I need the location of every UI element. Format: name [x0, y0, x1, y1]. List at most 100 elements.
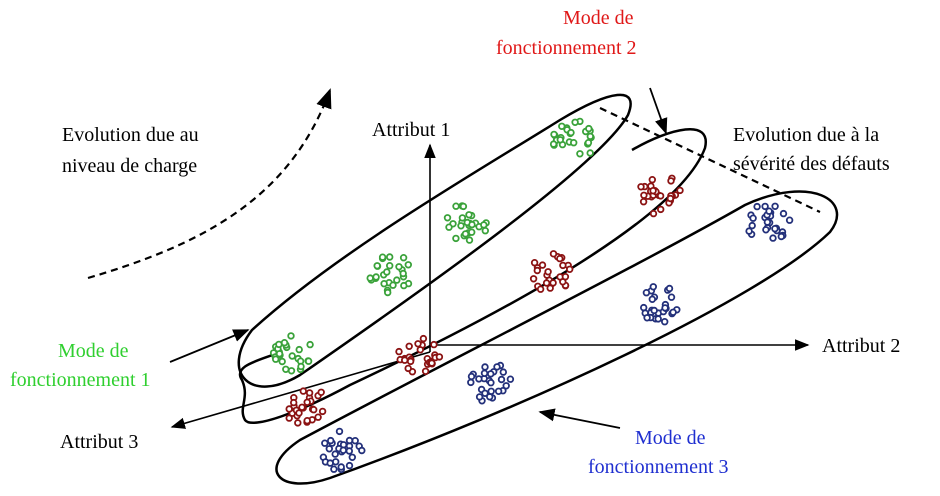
- cluster-dot: [306, 340, 314, 349]
- cluster-dot: [275, 350, 284, 358]
- cluster-dot: [405, 342, 413, 350]
- cluster-dot: [642, 289, 651, 297]
- cluster-dot: [461, 230, 470, 238]
- cluster-dot: [637, 183, 645, 191]
- cluster-dot: [481, 363, 489, 371]
- cluster-dot: [285, 405, 293, 413]
- cluster-dot: [654, 315, 662, 323]
- cluster-dot: [480, 221, 488, 229]
- evolution-defauts-label-line1: Evolution due à la: [733, 124, 879, 146]
- cluster-dot: [303, 398, 311, 406]
- cluster-dot: [380, 280, 388, 288]
- cluster-dot: [538, 261, 547, 269]
- cluster-dot: [649, 283, 657, 291]
- cluster-dot: [366, 274, 374, 282]
- cluster-dot: [556, 136, 564, 144]
- cluster-dot: [421, 367, 430, 375]
- mode2-envelope: [238, 128, 707, 425]
- cluster-dot: [452, 202, 460, 210]
- cluster-dot: [351, 437, 359, 445]
- cluster-dot: [676, 186, 684, 195]
- cluster-dot: [457, 222, 465, 230]
- cluster-dot: [468, 228, 476, 236]
- cluster-dot: [475, 375, 483, 383]
- cluster-dot: [285, 414, 293, 422]
- cluster-dot: [383, 268, 391, 276]
- cluster-dot: [546, 284, 554, 292]
- cluster-dot: [665, 284, 674, 293]
- cluster-dot: [502, 382, 510, 390]
- cluster-dot: [657, 205, 665, 214]
- cluster-dot: [494, 387, 503, 395]
- cluster-dot: [287, 367, 296, 375]
- cluster-dot: [549, 279, 557, 287]
- cluster-dot: [384, 288, 392, 297]
- cluster-dot: [585, 124, 593, 133]
- cluster-dot: [325, 445, 333, 453]
- cluster-mode-2: [637, 174, 684, 218]
- cluster-dot: [294, 419, 302, 427]
- mode3-label-line1: Mode de: [635, 427, 706, 449]
- cluster-dot: [395, 263, 403, 271]
- cluster-dot: [639, 197, 648, 206]
- cluster-dot: [649, 186, 657, 195]
- cluster-dot: [337, 463, 345, 471]
- cluster-mode-1: [549, 117, 595, 158]
- cluster-dot: [295, 345, 303, 354]
- mode2-label-line1: Mode de: [563, 7, 634, 29]
- cluster-dot: [304, 357, 313, 365]
- cluster-dot: [282, 365, 290, 373]
- mode1-label-line1: Mode de: [58, 340, 129, 362]
- cluster-dot: [331, 450, 339, 458]
- cluster-dot: [771, 202, 779, 210]
- cluster-dot: [339, 446, 347, 454]
- cluster-dot: [459, 202, 468, 211]
- cluster-dot: [345, 461, 354, 470]
- cluster-dot: [400, 281, 408, 290]
- cluster-dot: [278, 357, 286, 366]
- cluster-dot: [530, 259, 539, 267]
- cluster-dot: [570, 138, 578, 147]
- cluster-dot: [395, 347, 403, 356]
- cluster-dot: [650, 306, 658, 315]
- cluster-dot: [330, 465, 338, 473]
- cluster-dot: [749, 214, 757, 222]
- mode3-envelope: [275, 190, 839, 485]
- cluster-mode-3: [640, 283, 681, 326]
- attribut-1-label: Attribut 1: [372, 119, 450, 141]
- cluster-dot: [571, 118, 579, 126]
- cluster-dot: [763, 218, 772, 226]
- cluster-dot: [487, 387, 495, 395]
- evolution-charge-label-line2: niveau de charge: [62, 155, 197, 177]
- cluster-dot: [318, 407, 327, 416]
- cluster-dot: [419, 334, 428, 343]
- cluster-mode-2: [529, 250, 574, 293]
- cluster-mode-3: [467, 361, 515, 405]
- cluster-dot: [406, 357, 415, 366]
- attribut-2-label: Attribut 2: [822, 335, 900, 357]
- cluster-dot: [295, 409, 303, 417]
- cluster-dot: [745, 227, 753, 235]
- cluster-dot: [667, 293, 676, 301]
- cluster-dot: [445, 223, 453, 231]
- cluster-dot: [544, 268, 552, 276]
- cluster-dot: [345, 447, 353, 455]
- cluster-dot: [465, 211, 473, 219]
- cluster-dot: [290, 398, 298, 407]
- cluster-dot: [378, 253, 387, 261]
- cluster-dot: [481, 226, 489, 235]
- cluster-dot: [480, 369, 489, 377]
- cluster-dot: [762, 226, 770, 234]
- cluster-dot: [785, 216, 794, 224]
- cluster-dot: [468, 220, 476, 229]
- cluster-dot: [435, 353, 444, 361]
- cluster-dot: [487, 370, 495, 378]
- cluster-dot: [586, 149, 594, 157]
- cluster-dot: [321, 439, 329, 447]
- mode2-pointer-arrow: [649, 87, 668, 135]
- cluster-dot: [399, 254, 408, 262]
- mode2-label-line2: fonctionnement 2: [496, 37, 637, 59]
- cluster-dot: [310, 406, 318, 414]
- cluster-dot: [559, 261, 567, 270]
